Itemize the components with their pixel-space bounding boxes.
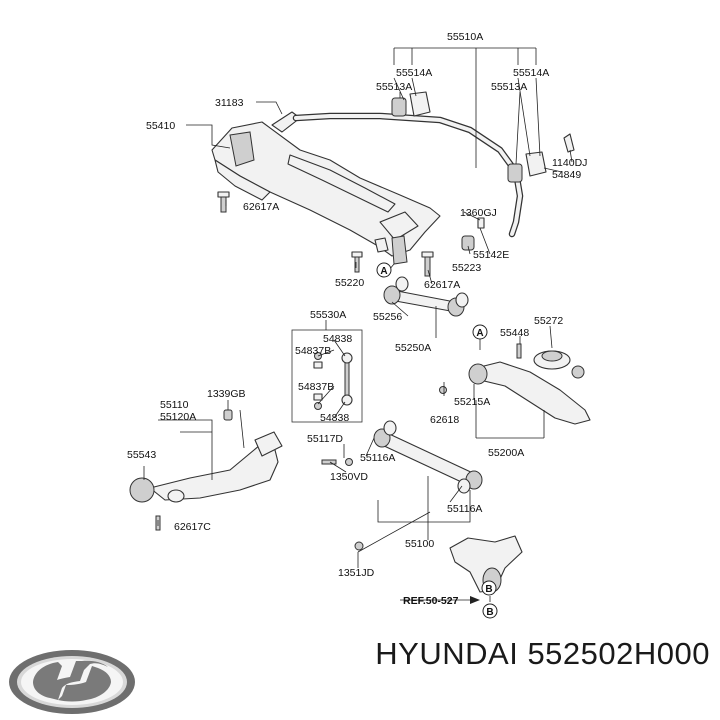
label-55510A: 55510A — [447, 31, 483, 43]
svg-text:A: A — [476, 328, 483, 339]
marker-a-top: A — [376, 262, 392, 278]
marker-a-right: A — [472, 324, 488, 340]
label-54838-top: 54838 — [323, 333, 352, 345]
trailing-arm-55110 — [129, 409, 283, 531]
label-55220: 55220 — [335, 277, 364, 289]
label-62617A-left: 62617A — [243, 201, 279, 213]
label-55250A: 55250A — [395, 342, 431, 354]
label-55100: 55100 — [405, 538, 434, 550]
label-55513A-right: 55513A — [491, 81, 527, 93]
label-55410: 55410 — [146, 120, 175, 132]
brand-name: HYUNDAI — [375, 636, 519, 671]
marker-b-bottom: B — [482, 603, 498, 619]
part-number: 552502H000 — [527, 636, 710, 671]
label-1140DJ: 1140DJ — [552, 157, 587, 169]
label-54837B-top: 54837B — [295, 345, 331, 357]
brand-caption: HYUNDAI 552502H000 — [310, 636, 710, 672]
label-54849: 54849 — [552, 169, 581, 181]
upper-arm-55250A — [383, 276, 469, 317]
label-55215A: 55215A — [454, 396, 490, 408]
label-62617A-mid: 62617A — [424, 279, 460, 291]
label-55543: 55543 — [127, 449, 156, 461]
label-1339GB: 1339GB — [207, 388, 246, 400]
label-55120A: 55120A — [160, 411, 196, 423]
label-55448: 55448 — [500, 327, 529, 339]
svg-text:B: B — [485, 584, 492, 595]
label-55116A-bottom: 55116A — [447, 503, 482, 515]
label-55272: 55272 — [534, 315, 563, 327]
label-54837B-bottom: 54837B — [298, 381, 334, 393]
lower-link-55100 — [321, 420, 483, 551]
label-62617C: 62617C — [174, 521, 211, 533]
label-31183: 31183 — [215, 97, 244, 109]
label-55256: 55256 — [373, 311, 402, 323]
label-55223: 55223 — [452, 262, 481, 274]
label-55117D: 55117D — [307, 433, 343, 445]
label-55116A-top: 55116A — [360, 452, 395, 464]
callout-labels: 55510A 55514A 55513A 55514A 55513A 31183… — [127, 31, 587, 607]
label-ref-50-527: REF.50-527 — [403, 595, 459, 607]
stabilizer-bar-55510A — [292, 112, 524, 238]
crossmember-55410 — [211, 111, 441, 265]
label-55200A: 55200A — [488, 447, 524, 459]
stabilizer-bushings — [391, 91, 575, 251]
leader-lines — [143, 47, 573, 604]
label-55513A-left: 55513A — [376, 81, 412, 93]
marker-b-top: B — [481, 580, 497, 596]
label-55514A-right: 55514A — [513, 67, 549, 79]
label-55514A-left: 55514A — [396, 67, 432, 79]
label-54838-bottom: 54838 — [320, 412, 349, 424]
label-55142E: 55142E — [473, 249, 509, 261]
svg-text:A: A — [380, 266, 387, 277]
label-55530A: 55530A — [310, 309, 346, 321]
label-1360GJ: 1360GJ — [460, 207, 497, 219]
hyundai-logo — [9, 650, 135, 714]
label-1350VD: 1350VD — [330, 471, 368, 483]
label-1351JD: 1351JD — [338, 567, 375, 579]
label-62618: 62618 — [430, 414, 459, 426]
label-55110: 55110 — [160, 399, 189, 411]
svg-text:B: B — [486, 607, 493, 618]
bolts-upper — [217, 191, 434, 277]
lower-arm-55200A — [439, 343, 591, 425]
